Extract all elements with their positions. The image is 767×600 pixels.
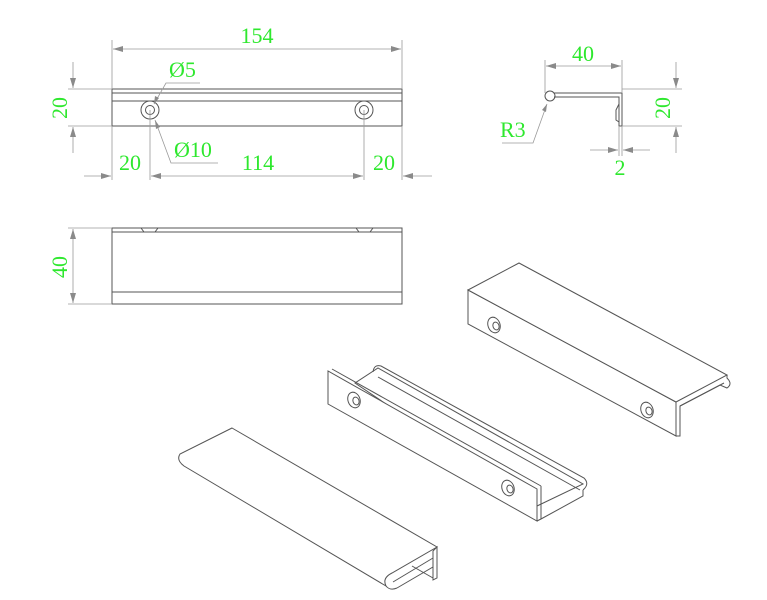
dim-overall-length: 154 [241,23,274,48]
top-view: 154 20 Ø5 Ø10 20 114 20 [47,23,432,180]
dim-hole-spacing: 114 [242,150,274,175]
dim-profile-depth: 40 [572,41,594,66]
dim-right-offset: 20 [373,150,395,175]
iso1-hole-left [487,316,501,334]
profile-view: 40 20 R3 2 [500,41,682,180]
iso1-hole-right [640,401,654,419]
isometric-front-left [466,262,731,437]
isometric-channel-up [327,365,588,522]
dim-profile-height: 20 [650,97,675,119]
iso2-hole-left [347,391,361,409]
dim-radius: R3 [500,117,526,142]
front-hole-notch-left [140,227,159,233]
top-view-outline [111,88,403,127]
iso2-hole-right [501,479,515,497]
leader-r3 [502,103,548,144]
dim-top-height: 20 [47,97,72,119]
profile-bead [544,90,556,102]
dim-front-depth: 40 [47,256,72,278]
leader-d10 [154,119,218,164]
front-view-outline [111,227,403,305]
front-hole-notch-right [355,227,374,233]
dim-left-offset: 20 [119,150,141,175]
dim-hole-inner: Ø5 [169,57,196,82]
leader-d5 [153,82,200,105]
dim-hole-outer: Ø10 [174,137,212,162]
profile-section [554,92,623,127]
isometric-top-lip [178,427,438,590]
front-view: 40 [47,227,403,305]
dim-thickness: 2 [615,155,626,180]
